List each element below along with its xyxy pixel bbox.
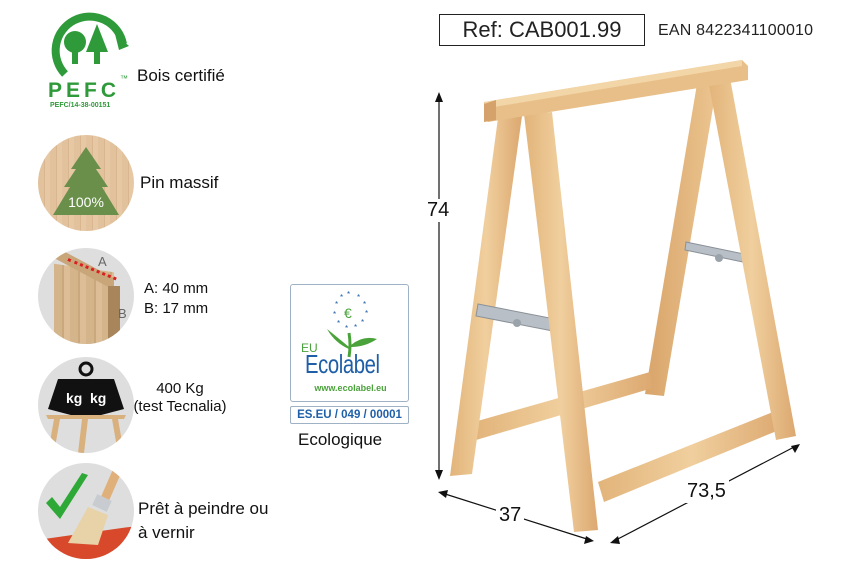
weight-capacity: 400 Kg bbox=[156, 380, 204, 397]
pefc-logo-text: PEFC bbox=[48, 79, 121, 102]
ecolabel-name: Ecolabel bbox=[305, 349, 380, 379]
ecolabel-url: www.ecolabel.eu bbox=[314, 383, 387, 393]
weight-test: (test Tecnalia) bbox=[133, 398, 227, 415]
feature-pefc-label: Bois certifié bbox=[137, 66, 225, 85]
paintbrush-check-icon bbox=[38, 463, 134, 559]
wood-section-icon: A B bbox=[38, 248, 134, 344]
pine-badge-text: 100% bbox=[68, 194, 104, 210]
svg-text:*: * bbox=[357, 293, 360, 302]
pefc-code: PEFC/14-38-00151 bbox=[50, 102, 111, 109]
ean-code: EAN 8422341100010 bbox=[658, 22, 814, 39]
feature-pefc: PEFC ™ PEFC/14-38-00151 Bois certifié bbox=[40, 6, 300, 116]
svg-text:*: * bbox=[361, 318, 364, 327]
ecolabel-caption: Ecologique bbox=[298, 430, 383, 449]
weight-kg-icon: kg kg bbox=[38, 357, 134, 453]
svg-text:*: * bbox=[335, 300, 338, 309]
svg-text:*: * bbox=[365, 309, 368, 318]
section-dimensions: A: 40 mm B: 17 mm bbox=[144, 279, 208, 319]
svg-text:€: € bbox=[344, 305, 352, 321]
svg-text:*: * bbox=[337, 319, 340, 328]
label-a: A bbox=[98, 254, 107, 269]
svg-text:kg: kg bbox=[66, 390, 82, 406]
pefc-logo-icon bbox=[51, 12, 129, 77]
paint-line-1: Prêt à peindre ou bbox=[138, 499, 269, 518]
dimension-width: 73,5 bbox=[684, 480, 729, 503]
dimension-height: 74 bbox=[424, 199, 453, 222]
eu-flower-icon: *** *** *** ** € bbox=[327, 290, 377, 358]
svg-text:*: * bbox=[345, 324, 348, 333]
svg-text:kg: kg bbox=[90, 390, 106, 406]
paint-text: Prêt à peindre ou à vernir bbox=[138, 497, 268, 545]
pefc-tm: ™ bbox=[120, 74, 128, 83]
svg-text:*: * bbox=[354, 323, 357, 332]
dimension-b: B: 17 mm bbox=[144, 300, 209, 317]
ecolabel-eu: EU bbox=[301, 341, 318, 355]
feature-pine-label: Pin massif bbox=[140, 173, 219, 192]
svg-text:*: * bbox=[363, 300, 366, 309]
svg-text:*: * bbox=[340, 293, 343, 302]
svg-text:*: * bbox=[333, 310, 336, 319]
svg-text:*: * bbox=[347, 290, 350, 299]
ecolabel-code: ES.EU / 049 / 00001 bbox=[290, 406, 409, 424]
dimension-depth: 37 bbox=[496, 504, 525, 527]
ecolabel-logo: *** *** *** ** € EU Ecolabel www.ecolabe… bbox=[290, 284, 409, 402]
dimension-a: A: 40 mm bbox=[144, 280, 209, 297]
weight-text: 400 Kg (test Tecnalia) bbox=[120, 380, 240, 416]
label-b: B bbox=[118, 306, 127, 321]
pine-tree-100-icon: 100% bbox=[38, 135, 134, 231]
paint-line-2: à vernir bbox=[138, 523, 195, 542]
reference-box: Ref: CAB001.99 bbox=[439, 14, 645, 46]
